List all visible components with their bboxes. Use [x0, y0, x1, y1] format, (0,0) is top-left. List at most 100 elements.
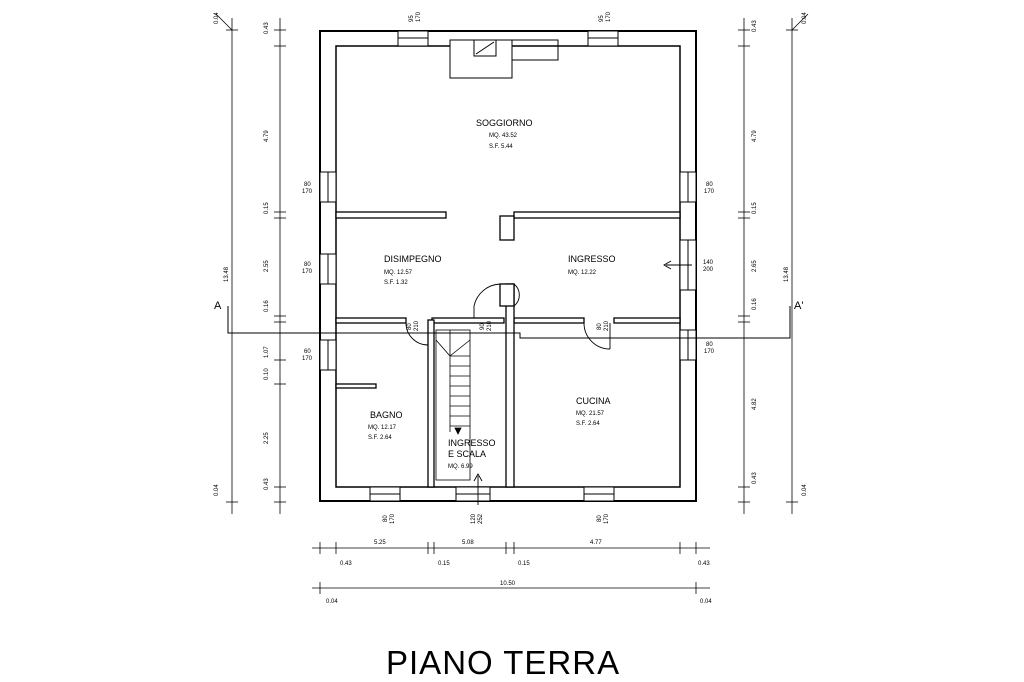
- door-w: 80: [597, 323, 603, 330]
- dims-right-outer: 0.04 13.48 0.04: [784, 12, 808, 496]
- opening-w: 95: [409, 15, 415, 22]
- dim-label: 5.08: [462, 540, 474, 546]
- opening-w: 60: [304, 349, 311, 355]
- door-h: 210: [414, 320, 420, 331]
- interior-walls: [335, 211, 681, 488]
- opening-w: 80: [706, 342, 713, 348]
- fireplace: [449, 39, 559, 79]
- opening-w: 80: [383, 515, 389, 522]
- dim-label: 0.10: [264, 368, 270, 380]
- dims-left-inner: 0.43 4.79 0.15 2.55 0.16 1.07 0.10 2.25 …: [264, 22, 270, 490]
- opening-h: 170: [606, 11, 612, 22]
- room-soggiorno: SOGGIORNO MQ. 43.52 S.F. 5.44: [476, 118, 533, 150]
- entrance-arrows: [473, 260, 692, 505]
- dim-label: 0.43: [752, 472, 758, 484]
- room-name: INGRESSO: [448, 438, 496, 448]
- room-cucina: CUCINA MQ. 21.57 S.F. 2.64: [576, 396, 611, 427]
- opening-w: 95: [599, 15, 605, 22]
- opening-w: 80: [304, 262, 311, 268]
- room-ingresso-scala: INGRESSO E SCALA MQ. 6.99: [448, 438, 496, 470]
- door-w: 90: [480, 323, 486, 330]
- dim-label: 0.04: [214, 484, 220, 496]
- room-disimpegno: DISIMPEGNO MQ. 12.57 S.F. 1.32: [384, 254, 442, 286]
- room-area: MQ. 43.52: [489, 133, 518, 139]
- dim-label: 13.48: [784, 266, 790, 282]
- opening-w: 120: [471, 513, 477, 524]
- room-name: DISIMPEGNO: [384, 254, 442, 264]
- opening-h: 170: [390, 513, 396, 524]
- opening-w: 80: [597, 515, 603, 522]
- dim-label: 0.15: [518, 561, 530, 567]
- room-name: INGRESSO: [568, 254, 616, 264]
- room-name: CUCINA: [576, 396, 611, 406]
- room-area: MQ. 12.17: [368, 425, 397, 431]
- room-sf: S.F. 2.64: [576, 421, 600, 427]
- opening-h: 170: [704, 349, 715, 355]
- door-swings: [405, 283, 611, 350]
- dim-label: 0.43: [752, 20, 758, 32]
- dim-label: 13.48: [224, 266, 230, 282]
- dim-label: 0.43: [698, 561, 710, 567]
- opening-h: 252: [478, 513, 484, 524]
- dim-label: 4.79: [264, 130, 270, 142]
- section-label-left: A: [214, 300, 222, 312]
- room-name: SOGGIORNO: [476, 118, 533, 128]
- dim-label: 4.77: [590, 540, 602, 546]
- opening-w: 140: [703, 260, 714, 266]
- room-area: MQ. 6.99: [448, 464, 473, 470]
- section-line: [227, 306, 791, 339]
- dim-label: 5.25: [374, 540, 386, 546]
- dim-label: 2.65: [752, 260, 758, 272]
- opening-h: 200: [703, 267, 714, 273]
- dim-label: 10.50: [500, 581, 516, 587]
- dim-label: 0.15: [264, 202, 270, 214]
- dims-right-inner: 0.43 4.79 0.15 2.65 0.16 4.82 0.43: [752, 20, 758, 484]
- opening-labels: 95 170 95 170 80 170 80 170 60 170 80 17…: [302, 11, 715, 524]
- opening-h: 170: [604, 513, 610, 524]
- dim-label: 0.16: [264, 300, 270, 312]
- dim-label: 1.07: [264, 346, 270, 358]
- section-label-right: A': [794, 300, 803, 312]
- door-h: 210: [604, 320, 610, 331]
- staircase: [435, 329, 471, 481]
- opening-w: 80: [304, 182, 311, 188]
- opening-h: 170: [302, 269, 313, 275]
- dim-label: 0.04: [326, 599, 338, 605]
- dim-label: 2.55: [264, 260, 270, 272]
- dim-label: 0.16: [752, 298, 758, 310]
- dim-label: 0.04: [802, 484, 808, 496]
- dim-label: 0.15: [438, 561, 450, 567]
- opening-h: 170: [704, 189, 715, 195]
- room-name: BAGNO: [370, 410, 403, 420]
- dim-label: 0.04: [214, 12, 220, 24]
- dim-label: 0.15: [752, 202, 758, 214]
- opening-h: 170: [302, 189, 313, 195]
- room-sf: S.F. 5.44: [489, 144, 513, 150]
- room-bagno: BAGNO MQ. 12.17 S.F. 2.64: [368, 410, 403, 441]
- room-area: MQ. 12.57: [384, 270, 413, 276]
- opening-h: 170: [302, 356, 313, 362]
- room-ingresso: INGRESSO MQ. 12.22: [568, 254, 616, 276]
- dim-label: 0.43: [340, 561, 352, 567]
- dims-bottom: 0.43 5.25 0.15 5.08 0.15 4.77 0.43 10.50…: [326, 540, 712, 605]
- door-h: 210: [487, 320, 493, 331]
- dim-label: 2.25: [264, 432, 270, 444]
- dim-label: 0.43: [264, 478, 270, 490]
- room-sf: S.F. 1.32: [384, 280, 408, 286]
- door-w: 80: [407, 323, 413, 330]
- dimension-lines: [215, 13, 809, 594]
- dim-label: 4.82: [752, 398, 758, 410]
- dims-left-outer: 0.04 13.48 0.04: [214, 12, 230, 496]
- room-area: MQ. 21.57: [576, 411, 605, 417]
- opening-h: 170: [416, 11, 422, 22]
- room-area: MQ. 12.22: [568, 270, 597, 276]
- opening-w: 80: [706, 182, 713, 188]
- page-title: PIANO TERRA: [386, 644, 620, 681]
- room-name-2: E SCALA: [448, 449, 486, 459]
- dim-label: 0.04: [700, 599, 712, 605]
- dim-label: 0.43: [264, 22, 270, 34]
- dim-label: 4.79: [752, 130, 758, 142]
- dim-label: 0.04: [802, 12, 808, 24]
- room-sf: S.F. 2.64: [368, 435, 392, 441]
